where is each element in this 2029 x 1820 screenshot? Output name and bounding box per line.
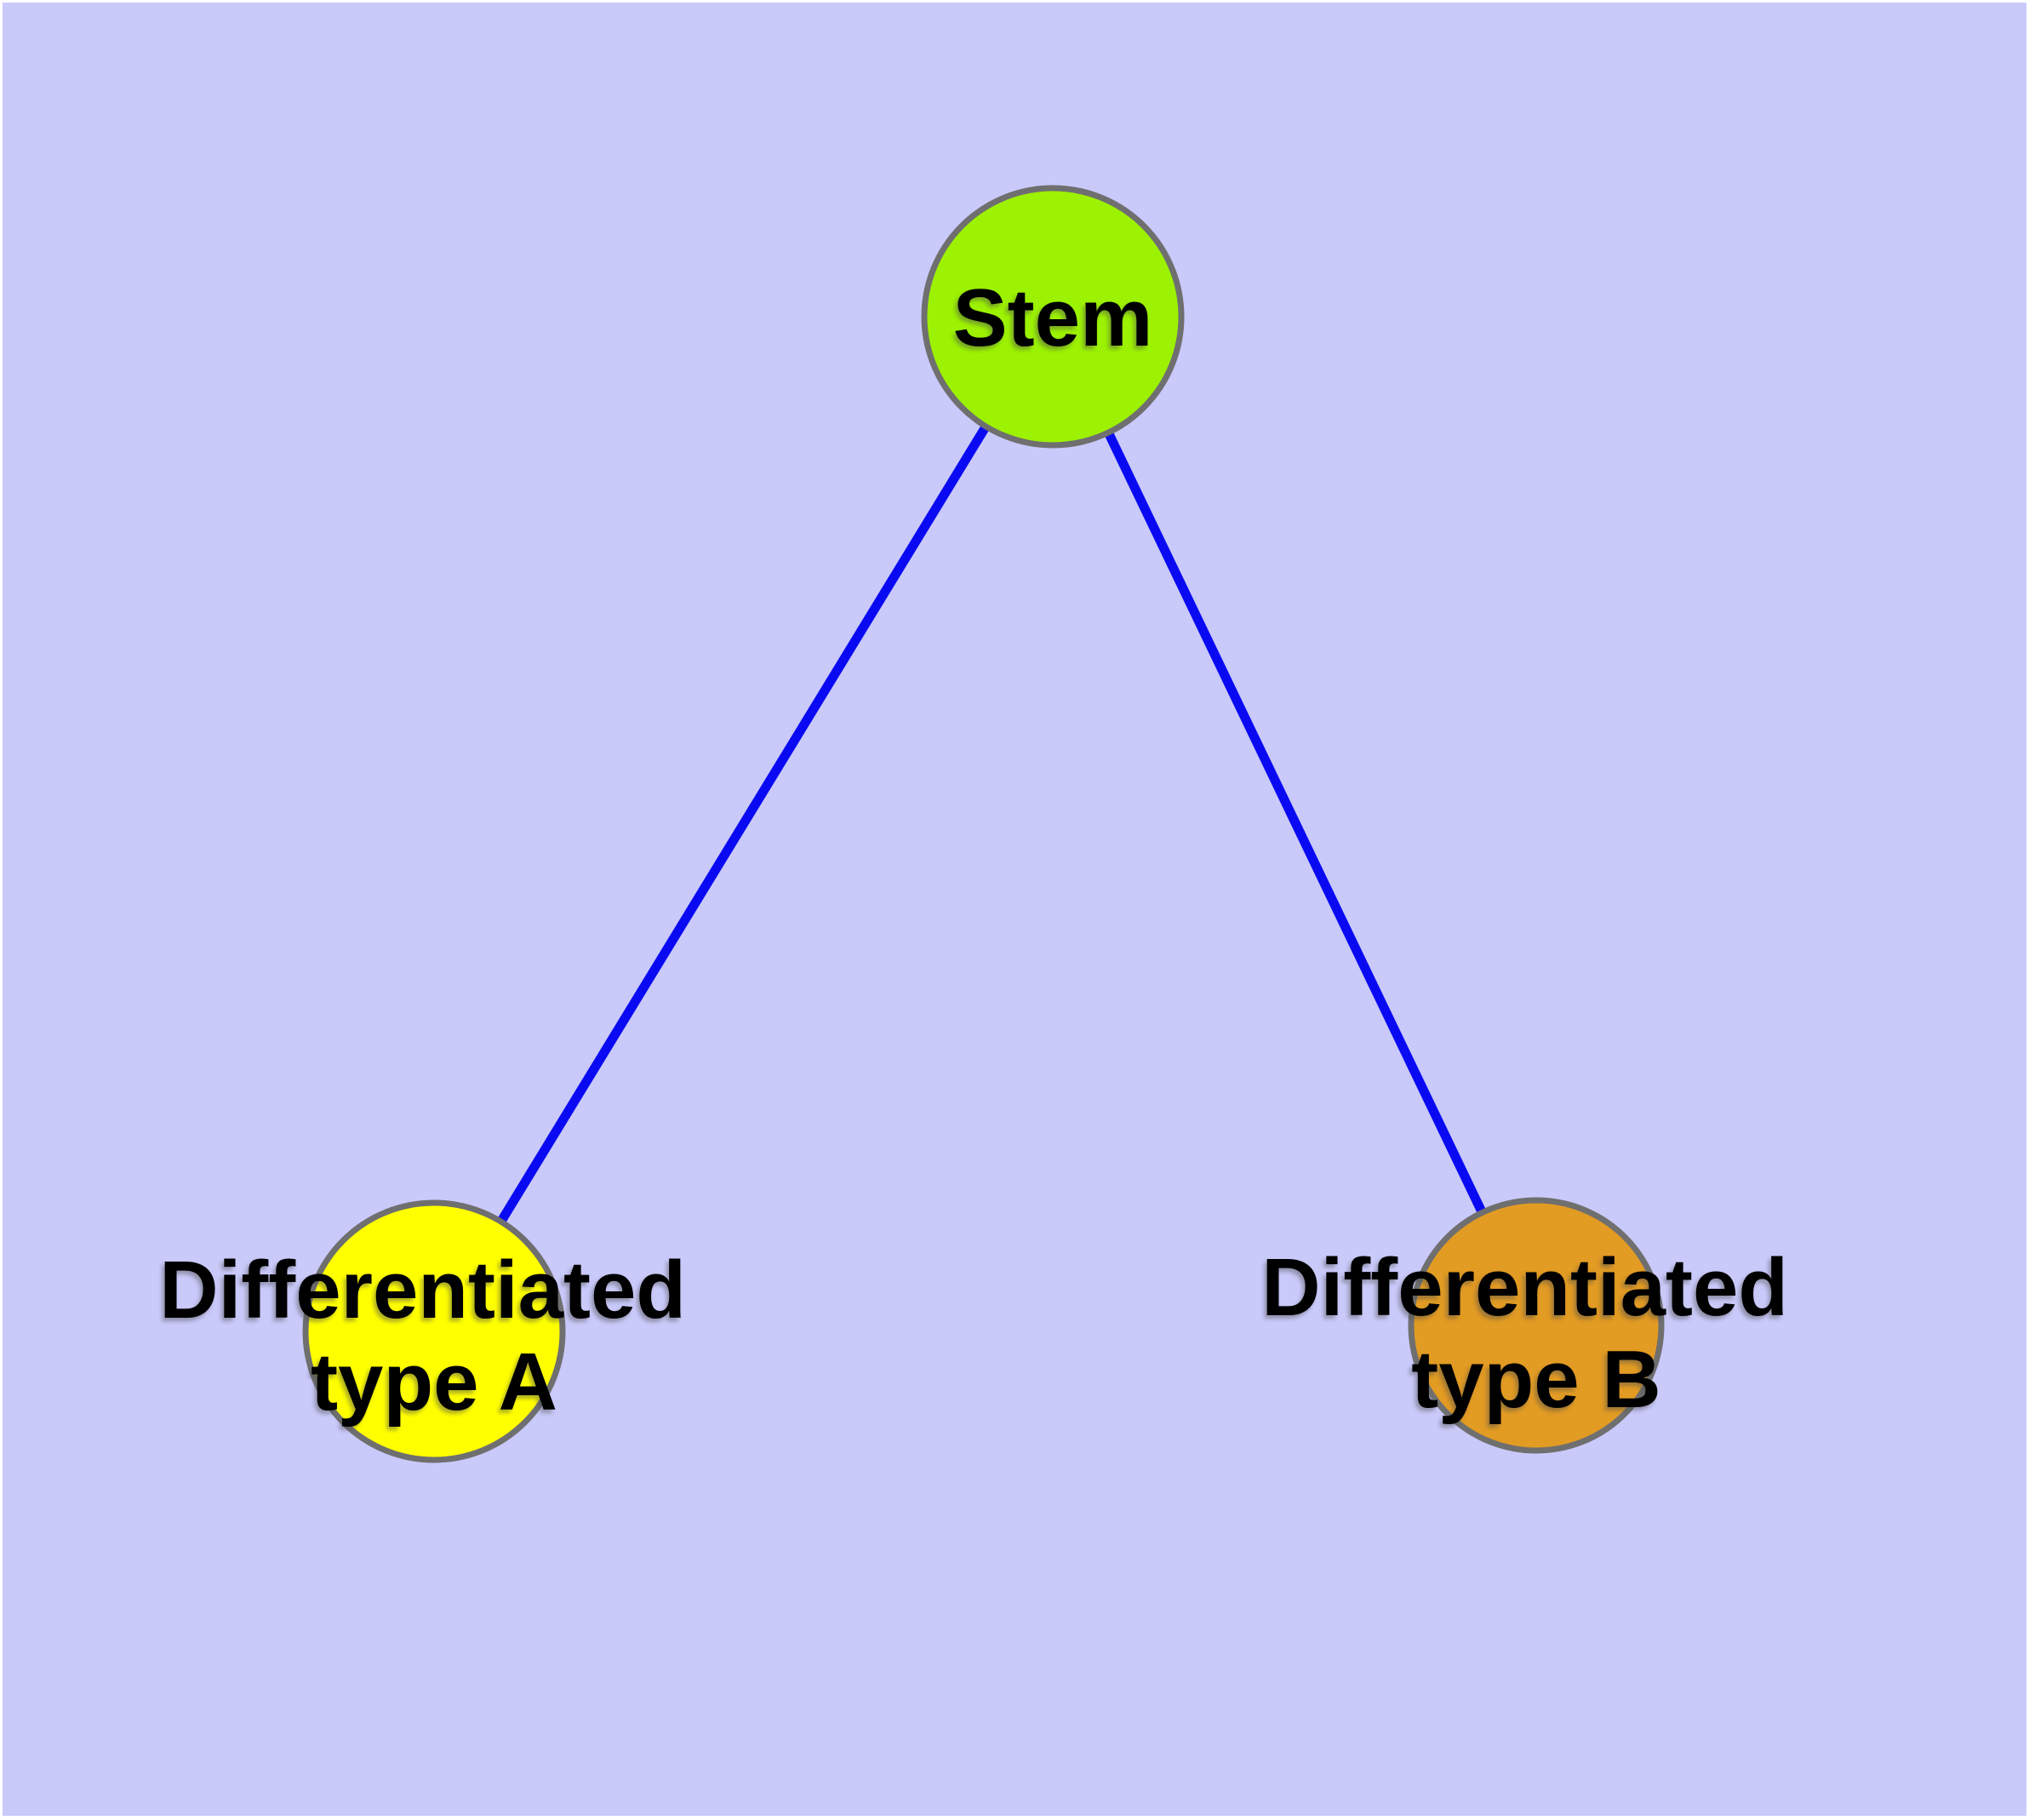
node-differentiated-type-b-circle[interactable] bbox=[1408, 1197, 1665, 1454]
node-differentiated-type-a-circle[interactable] bbox=[302, 1199, 566, 1463]
node-stem-label: Stem bbox=[953, 272, 1153, 363]
node-differentiated-type-a-label-line2: type A bbox=[311, 1336, 557, 1428]
edge-group bbox=[430, 314, 1540, 1334]
edge-stem-to-type-a bbox=[430, 314, 1057, 1334]
node-differentiated-type-b-label: Differentiated type B bbox=[1261, 1242, 1810, 1425]
label-group: Stem Differentiated type A Differentiate… bbox=[159, 272, 1810, 1428]
node-differentiated-type-a-label-line1: Differentiated bbox=[159, 1245, 686, 1336]
node-differentiated-type-a-label: Differentiated type A bbox=[159, 1245, 708, 1428]
node-differentiated-type-b-label-line1: Differentiated bbox=[1261, 1242, 1788, 1333]
edge-stem-to-type-b bbox=[1049, 314, 1540, 1328]
node-stem-circle[interactable] bbox=[921, 185, 1185, 449]
node-group bbox=[302, 185, 1665, 1463]
node-differentiated-type-b-label-line2: type B bbox=[1411, 1334, 1660, 1425]
